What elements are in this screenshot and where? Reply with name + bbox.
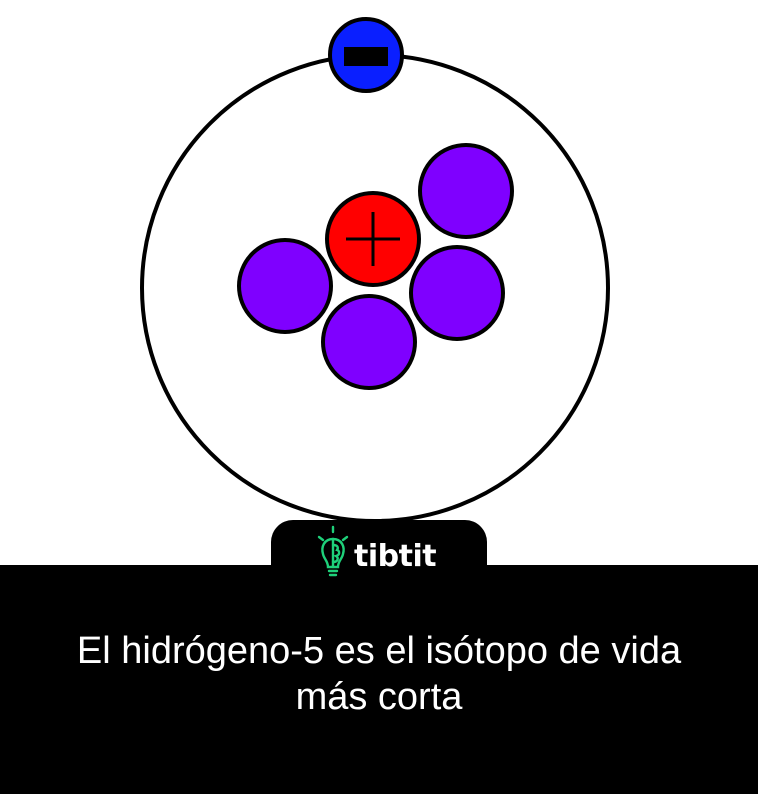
brand-name: tibtit (354, 538, 437, 574)
electron (328, 17, 404, 93)
lightbulb-brain-icon (317, 525, 349, 577)
caption-line-1: El hidrógeno-5 es el isótopo de vida (76, 630, 682, 672)
neutron (418, 143, 514, 239)
neutron (321, 294, 417, 390)
caption-line-2: más corta (295, 676, 463, 718)
caption-panel (0, 565, 758, 794)
atom-diagram (140, 17, 610, 523)
caption: El hidrógeno-5 es el isótopo de vida más… (0, 628, 758, 720)
minus-icon (344, 47, 388, 66)
proton (325, 191, 421, 287)
neutron (237, 238, 333, 334)
brand-logo: tibtit (316, 524, 437, 582)
orbit-ring (140, 53, 610, 523)
neutron (409, 245, 505, 341)
